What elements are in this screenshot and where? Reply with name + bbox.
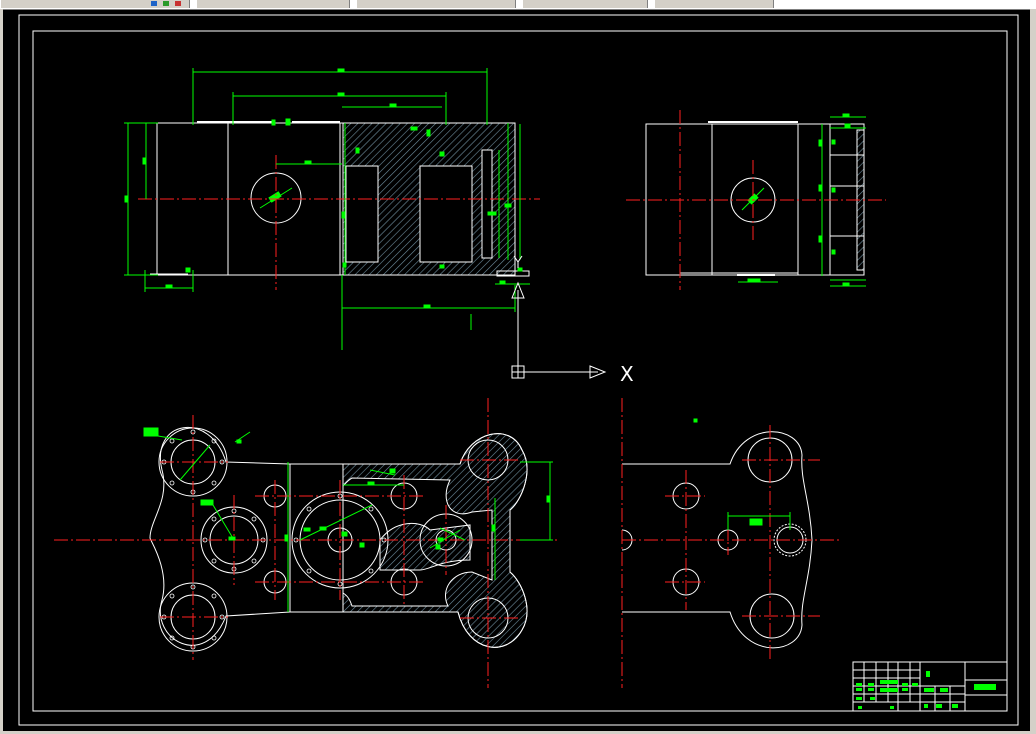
title-block-text-marks	[856, 671, 996, 709]
pan-icon	[163, 1, 169, 6]
side-dimensions	[738, 113, 866, 287]
side-view	[645, 121, 865, 276]
drawing-canvas[interactable]: X	[0, 9, 1030, 731]
ucs-icon	[511, 255, 607, 379]
window-bottom-frame	[0, 731, 1036, 734]
title-block	[852, 661, 1008, 712]
window-left-frame	[0, 9, 3, 734]
plan-dimensions	[143, 427, 553, 612]
plan-right-centerlines	[621, 398, 840, 688]
axis-label-x: X	[620, 362, 634, 386]
front-centerlines	[138, 155, 540, 290]
refresh-icon	[175, 1, 181, 6]
side-centerlines	[626, 110, 886, 290]
toolbar-tab-5[interactable]	[654, 0, 774, 8]
toolbar-tab-2[interactable]	[196, 0, 350, 8]
plan-centerlines	[54, 398, 560, 688]
toolbar-tab-4[interactable]	[522, 0, 648, 8]
zoom-icon	[151, 1, 157, 6]
sheet-inner-border	[32, 30, 1008, 712]
sheet-outer-border	[18, 14, 1019, 726]
plan-right-dimensions	[693, 418, 791, 530]
toolbar-tab-3[interactable]	[356, 0, 516, 8]
top-toolbar	[0, 0, 1036, 10]
vertical-scrollbar[interactable]	[1030, 9, 1036, 734]
toolbar-tab-1[interactable]	[0, 0, 190, 8]
front-dimensions	[124, 68, 530, 350]
